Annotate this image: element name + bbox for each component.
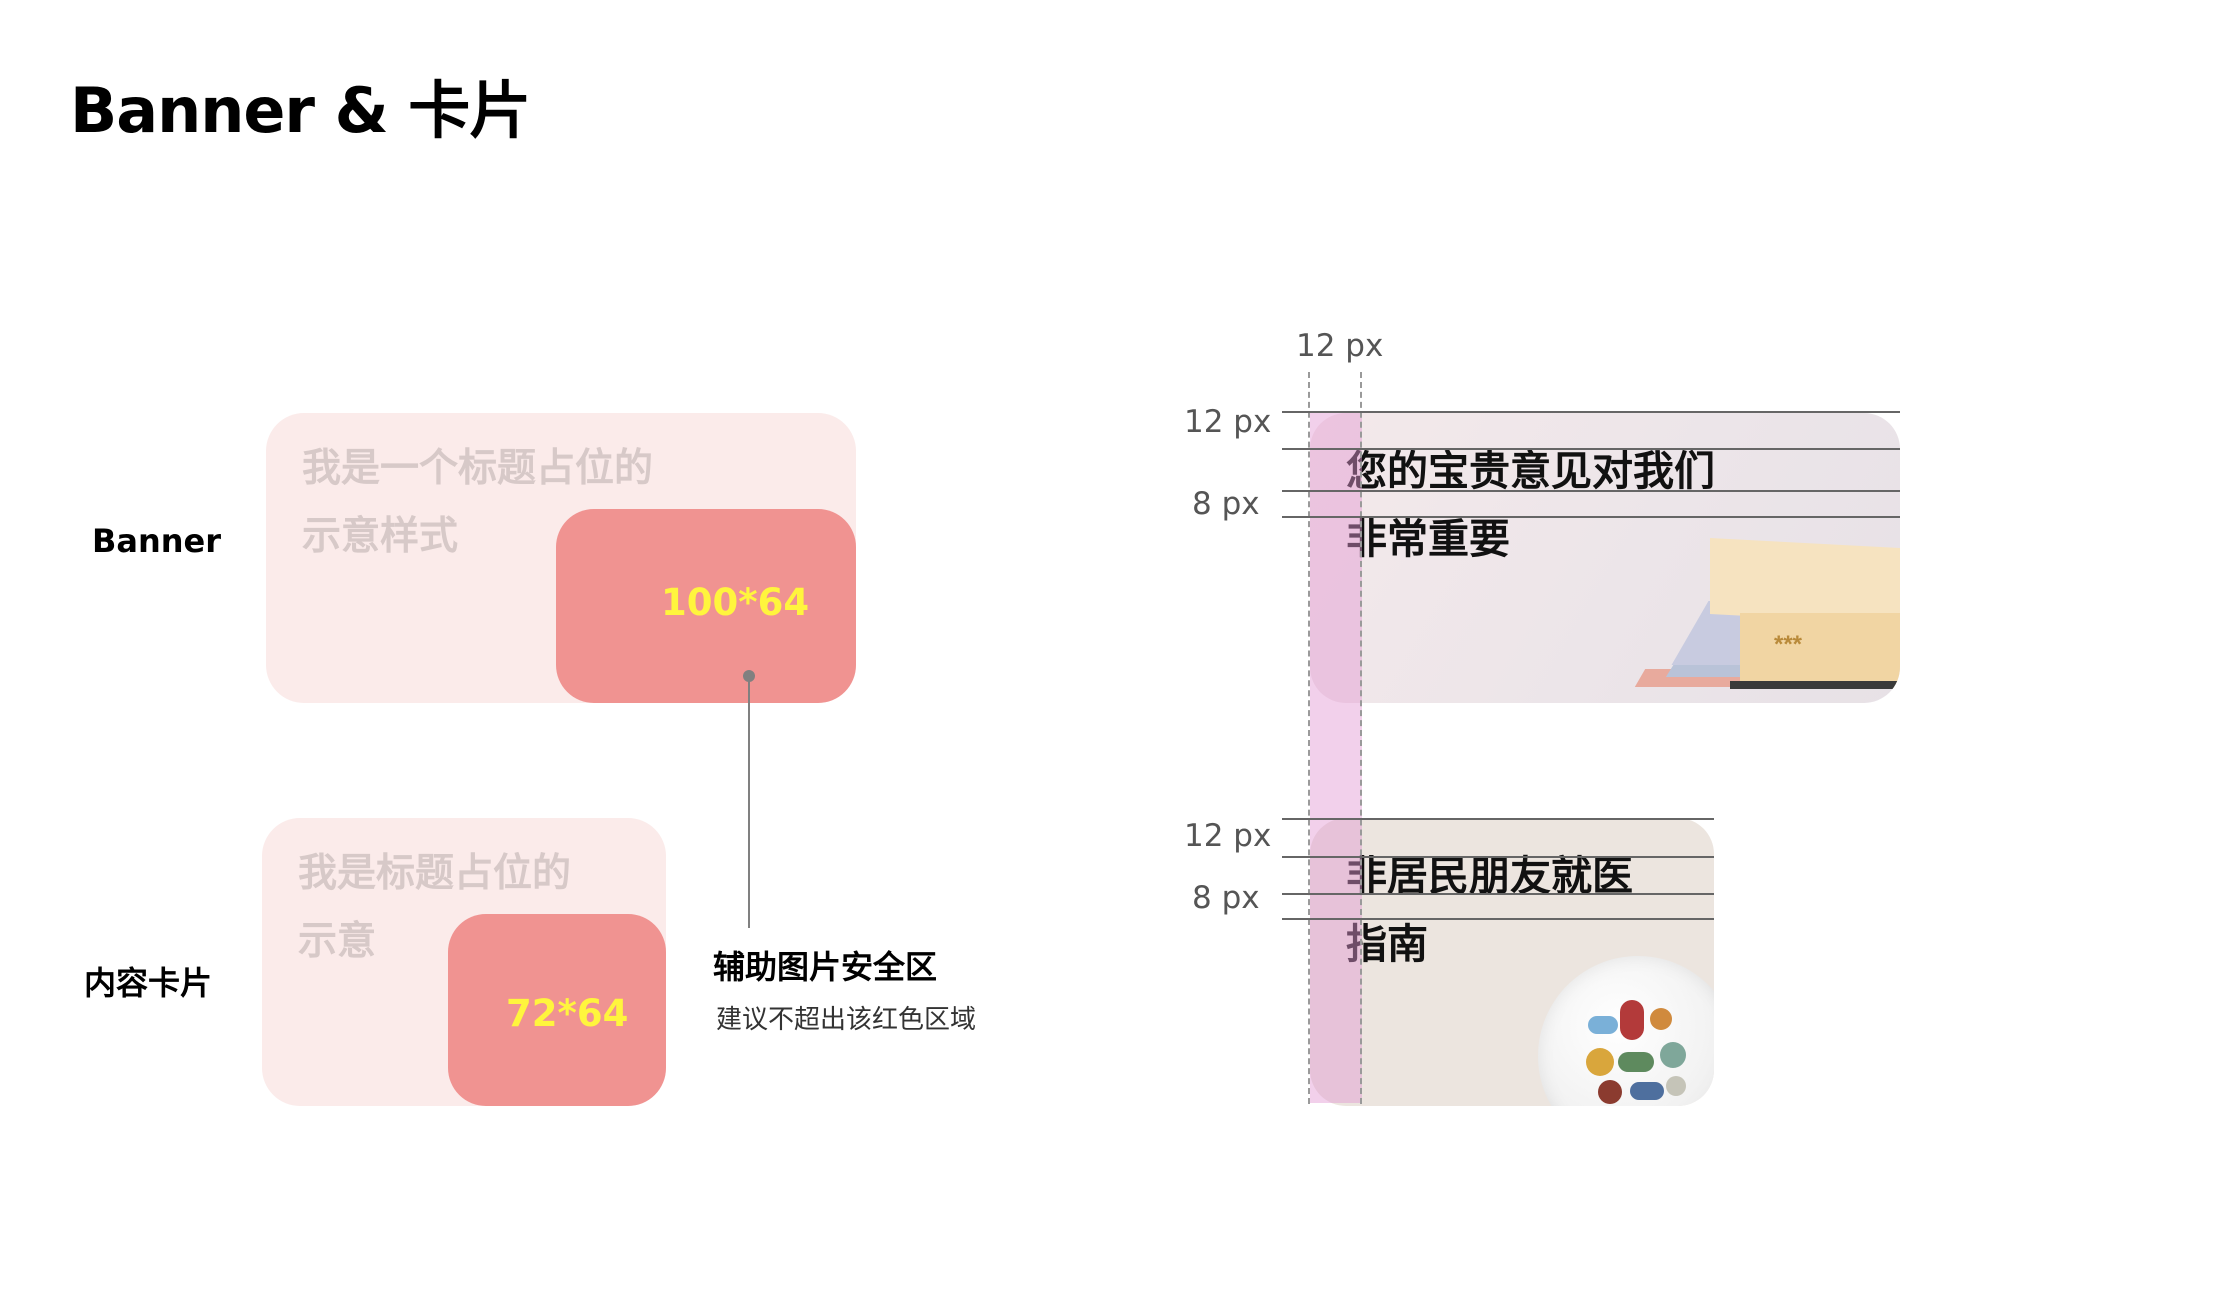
card-example-title-line2: 指南 (1346, 920, 1428, 968)
banner-guide-top (1282, 411, 1900, 413)
guide-left-edge (1308, 372, 1310, 1104)
card-placeholder-title-line1: 我是标题占位的 (298, 851, 572, 896)
card-placeholder: 我是标题占位的 示意 72*64 (262, 818, 666, 1106)
pill-7 (1598, 1080, 1622, 1104)
page-title: Banner & 卡片 (70, 74, 531, 147)
banner-example-title-line1: 您的宝贵意见对我们 (1346, 447, 1715, 495)
banner-row-label: Banner (92, 522, 222, 560)
safe-area-note-title: 辅助图片安全区 (713, 948, 938, 986)
card-row-label: 内容卡片 (84, 964, 213, 1002)
banner-example[interactable]: *** 您的宝贵意见对我们 非常重要 (1310, 413, 1900, 703)
banner-placeholder-title-line1: 我是一个标题占位的 (302, 446, 654, 491)
card-example[interactable]: 非居民朋友就医 指南 (1310, 818, 1714, 1106)
pill-4 (1586, 1048, 1614, 1076)
banner-placeholder-title-line2: 示意样式 (302, 514, 459, 559)
safe-area-note-subtitle: 建议不超出该红色区域 (716, 1005, 977, 1035)
card-image-safe-area: 72*64 (448, 914, 666, 1106)
banner-line-gap-label: 8 px (1192, 486, 1260, 522)
box-top (1710, 538, 1900, 624)
pad-horizontal-label: 12 px (1296, 328, 1384, 364)
box-base (1730, 681, 1900, 689)
box-front: *** (1740, 613, 1900, 689)
card-guide-line1-bottom (1282, 893, 1714, 895)
connector-line (748, 676, 750, 928)
banner-guide-line1-top (1282, 448, 1900, 450)
pill-8 (1630, 1082, 1664, 1100)
pill-3 (1650, 1008, 1672, 1030)
banner-placeholder: 我是一个标题占位的 示意样式 100*64 (266, 413, 856, 703)
card-example-title-line1: 非居民朋友就医 (1346, 852, 1633, 900)
card-line-gap-label: 8 px (1192, 880, 1260, 916)
card-guide-top (1282, 818, 1714, 820)
padding-guide-strip (1310, 413, 1362, 1103)
pill-6 (1660, 1042, 1686, 1068)
banner-image-size: 100*64 (661, 581, 810, 624)
banner-image-safe-area: 100*64 (556, 509, 856, 703)
pill-jar-image (1538, 956, 1714, 1106)
pill-2 (1620, 1000, 1644, 1040)
banner-example-title-line2: 非常重要 (1346, 515, 1510, 563)
card-guide-line2-top (1282, 918, 1714, 920)
pill-1 (1588, 1016, 1618, 1034)
card-image-size: 72*64 (506, 992, 629, 1035)
pill-9 (1666, 1076, 1686, 1096)
card-placeholder-title-line2: 示意 (298, 919, 377, 964)
guide-text-start (1360, 372, 1362, 1104)
banner-guide-line2-top (1282, 516, 1900, 518)
box-label: *** (1774, 631, 1803, 658)
card-guide-line1-top (1282, 856, 1714, 858)
pill-5 (1618, 1052, 1654, 1072)
card-pad-top-label: 12 px (1184, 818, 1272, 854)
banner-guide-line1-bottom (1282, 490, 1900, 492)
banner-pad-top-label: 12 px (1184, 404, 1272, 440)
